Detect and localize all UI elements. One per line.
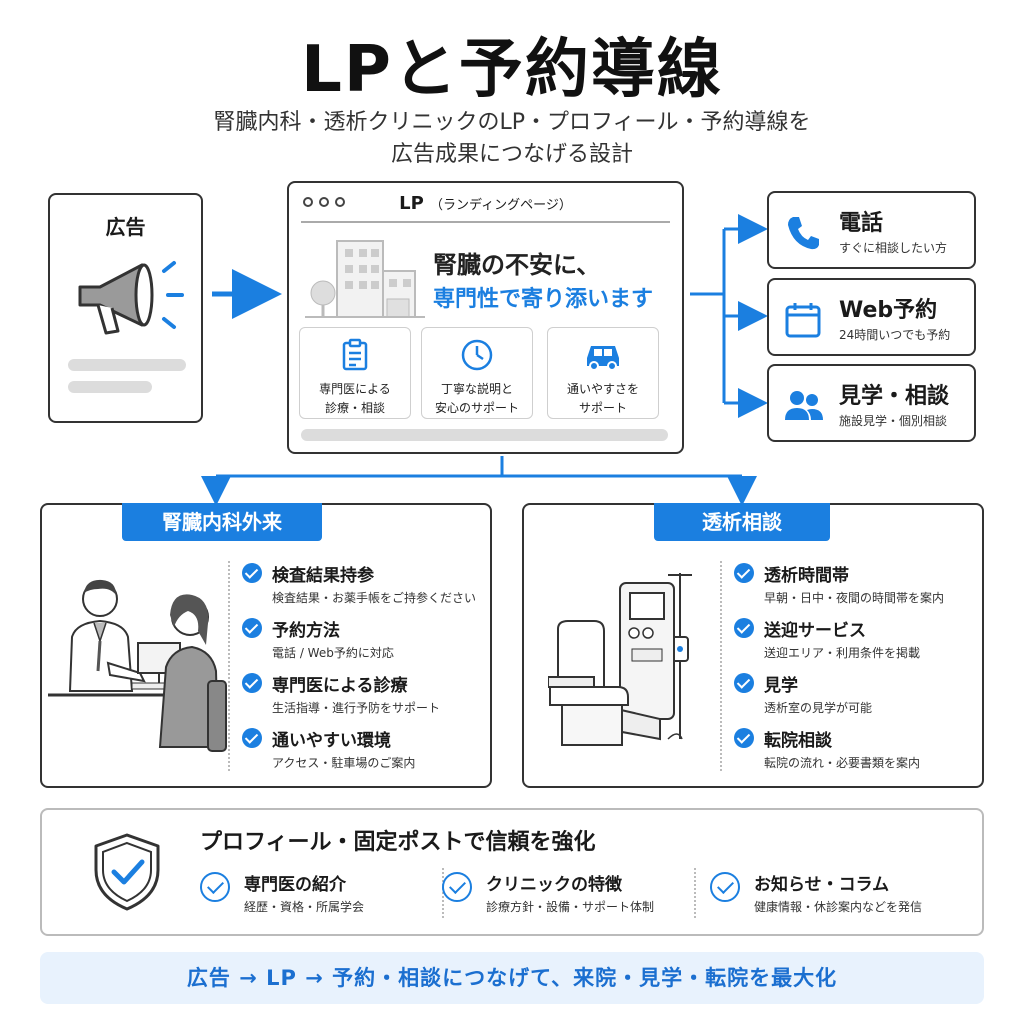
item-title: 転院相談 — [764, 731, 832, 751]
item-sub: 送迎エリア・利用条件を掲載 — [764, 646, 921, 660]
channel-visit-consultation[interactable]: 見学・相談 施設見学・個別相談 — [767, 364, 976, 442]
building-icon — [305, 240, 425, 318]
window-dot — [303, 197, 313, 207]
lp-feature-explanation: 丁寧な説明と 安心のサポート — [421, 327, 533, 419]
check-icon — [242, 618, 262, 638]
item-title: 透析時間帯 — [764, 566, 849, 586]
lp-feature-line1: 専門医による — [319, 382, 391, 396]
check-icon — [734, 728, 754, 748]
section-dialysis-consultation: 透析相談 透析時間帯 早朝・日中・夜間の時間帯を案内 送迎サービス 送迎エリア・… — [522, 503, 984, 788]
item-sub: 電話 / Web予約に対応 — [272, 646, 394, 660]
section-divider — [228, 561, 230, 771]
shield-check-icon — [94, 833, 160, 911]
channel-sub: 24時間いつでも予約 — [839, 328, 951, 342]
item-title: 専門医による診療 — [272, 676, 408, 696]
check-icon — [242, 563, 262, 583]
check-icon — [734, 563, 754, 583]
placeholder-bar — [301, 429, 668, 441]
profile-item-title: 専門医の紹介 — [244, 875, 346, 895]
lp-feature-line1: 通いやすさを — [566, 382, 639, 396]
window-dots — [303, 197, 345, 207]
page-subtitle-line2: 広告成果につなげる設計 — [390, 142, 633, 167]
item-sub: 早朝・日中・夜間の時間帯を案内 — [764, 591, 945, 605]
megaphone-icon — [78, 261, 184, 335]
lp-feature-line2: 安心のサポート — [434, 401, 519, 415]
lp-title-text: LP — [399, 193, 424, 214]
item-title: 送迎サービス — [764, 621, 866, 641]
lp-feature-access: 通いやすさを サポート — [547, 327, 659, 419]
placeholder-bar — [68, 381, 152, 393]
page-title: LPと予約導線 — [301, 33, 723, 107]
item-title: 予約方法 — [272, 621, 340, 641]
lp-separator — [301, 221, 670, 223]
lp-title-note: （ランディングページ） — [430, 198, 572, 213]
window-dot — [335, 197, 345, 207]
section-divider — [720, 561, 722, 771]
section-label: 透析相談 — [654, 503, 830, 541]
dialysis-chair-illustration — [548, 573, 692, 746]
calendar-icon — [785, 303, 821, 338]
profile-divider — [694, 868, 696, 918]
lp-hero-line2: 専門性で寄り添います — [433, 287, 654, 312]
lp-feature-specialist: 専門医による 診療・相談 — [299, 327, 411, 419]
item-sub: 生活指導・進行予防をサポート — [272, 701, 441, 715]
channel-web-reservation[interactable]: Web予約 24時間いつでも予約 — [767, 278, 976, 356]
check-icon — [734, 618, 754, 638]
lp-feature-line2: サポート — [578, 401, 627, 415]
section-kidney-outpatient: 腎臓内科外来 検査結果持参 検査結果・お薬手帳をご持参ください 予約方法 電話 … — [40, 503, 492, 788]
page-subtitle-line1: 腎臓内科・透析クリニックのLP・プロフィール・予約導線を — [213, 110, 811, 135]
check-circle-icon — [200, 872, 230, 902]
summary-banner: 広告 → LP → 予約・相談につなげて、来院・見学・転院を最大化 — [40, 952, 984, 1004]
people-icon — [785, 391, 823, 420]
item-sub: アクセス・駐車場のご案内 — [272, 756, 416, 770]
ad-card: 広告 — [48, 193, 203, 423]
lp-title: LP （ランディングページ） — [289, 193, 682, 214]
check-icon — [242, 673, 262, 693]
phone-icon — [788, 217, 819, 250]
item-title: 通いやすい環境 — [272, 731, 391, 751]
channel-title: 見学・相談 — [839, 384, 950, 409]
item-sub: 透析室の見学が可能 — [764, 701, 873, 715]
section-label: 腎臓内科外来 — [122, 503, 322, 541]
item-title: 見学 — [764, 676, 798, 696]
profile-item-sub: 健康情報・休診案内などを発信 — [754, 900, 923, 914]
lp-hero-line1: 腎臓の不安に、 — [433, 251, 601, 279]
lp-window: LP （ランディングページ） 腎臓の不安に、 専門性で寄り添います 専門医による… — [287, 181, 684, 454]
doctor-consultation-illustration — [48, 579, 227, 752]
check-icon — [734, 673, 754, 693]
profile-trust-section: プロフィール・固定ポストで信頼を強化 専門医の紹介 経歴・資格・所属学会 クリニ… — [40, 808, 984, 936]
profile-item-title: クリニックの特徴 — [486, 875, 622, 895]
clock-icon — [461, 339, 493, 371]
item-title: 検査結果持参 — [272, 566, 374, 586]
lp-feature-line1: 丁寧な説明と — [440, 382, 513, 396]
profile-item-sub: 経歴・資格・所属学会 — [244, 900, 365, 914]
item-sub: 検査結果・お薬手帳をご持参ください — [272, 591, 477, 605]
lp-feature-line2: 診療・相談 — [324, 401, 385, 415]
channel-sub: 施設見学・個別相談 — [839, 414, 948, 428]
clipboard-icon — [342, 338, 368, 371]
check-circle-icon — [442, 872, 472, 902]
window-dot — [319, 197, 329, 207]
profile-item-title: お知らせ・コラム — [754, 875, 890, 895]
check-circle-icon — [710, 872, 740, 902]
channel-sub: すぐに相談したい方 — [839, 241, 948, 255]
ad-title: 広告 — [105, 215, 146, 239]
profile-title: プロフィール・固定ポストで信頼を強化 — [200, 830, 596, 855]
item-sub: 転院の流れ・必要書類を案内 — [764, 756, 921, 770]
channel-title: Web予約 — [839, 298, 938, 323]
check-icon — [242, 728, 262, 748]
channel-phone[interactable]: 電話 すぐに相談したい方 — [767, 191, 976, 269]
channel-title: 電話 — [839, 211, 884, 236]
car-icon — [587, 346, 619, 371]
profile-item-sub: 診療方針・設備・サポート体制 — [486, 900, 655, 914]
placeholder-bar — [68, 359, 186, 371]
